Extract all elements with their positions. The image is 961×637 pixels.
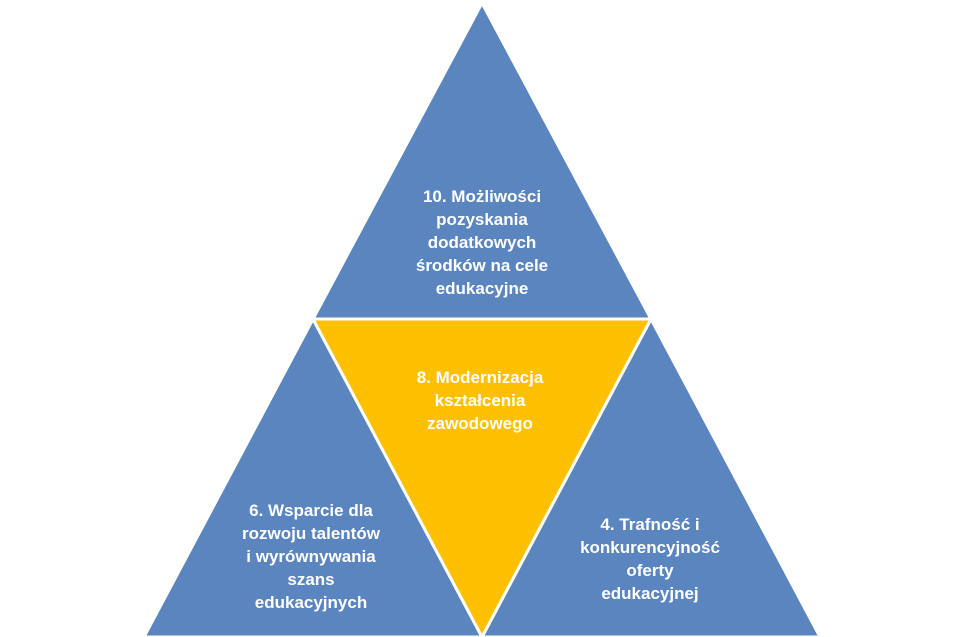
bottom-left-label-line-2: rozwoju talentów: [242, 524, 380, 543]
center-label-line-3: zawodowego: [427, 414, 533, 433]
bottom-left-label-line-1: 6. Wsparcie dla: [249, 501, 373, 520]
bottom-right-label-line-3: oferty: [626, 561, 674, 580]
bottom-right-section-label: 4. Trafność i konkurencyjność oferty edu…: [550, 513, 750, 605]
center-label-line-1: 8. Modernizacja: [416, 368, 544, 387]
bottom-left-label-line-3: i wyrównywania: [246, 547, 376, 566]
center-section-label: 8. Modernizacja kształcenia zawodowego: [380, 366, 580, 435]
center-triangle: [310, 317, 654, 637]
top-label-line-4: środków na cele: [415, 256, 549, 275]
bottom-right-label-line-1: 4. Trafność i: [600, 515, 700, 534]
bottom-right-label-line-4: edukacyjnej: [601, 584, 699, 603]
top-label-line-1: 10. Możliwości: [422, 187, 542, 206]
top-section-label: 10. Możliwości pozyskania dodatkowych śr…: [382, 185, 582, 300]
top-label-line-2: pozyskania: [436, 210, 528, 229]
bottom-left-label-line-5: edukacyjnych: [254, 593, 368, 612]
bottom-left-label-line-4: szans: [287, 570, 335, 589]
top-label-line-5: edukacyjne: [435, 279, 529, 298]
bottom-left-section-label: 6. Wsparcie dla rozwoju talentów i wyrów…: [211, 499, 411, 614]
bottom-right-label-line-2: konkurencyjność: [580, 538, 720, 557]
center-label-line-2: kształcenia: [434, 391, 526, 410]
top-label-line-3: dodatkowych: [427, 233, 537, 252]
